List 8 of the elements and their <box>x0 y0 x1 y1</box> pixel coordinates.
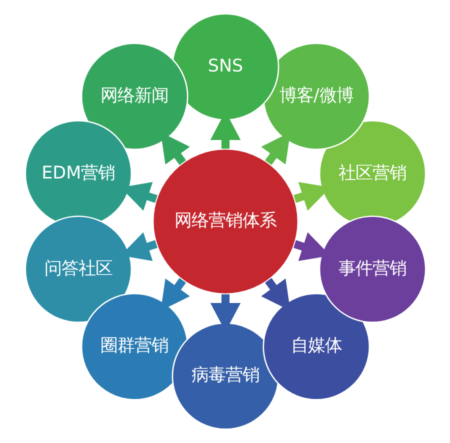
node-circle: 病毒营销 <box>171 322 279 430</box>
node-circle: 事件营销 <box>318 216 426 323</box>
node-circle: 问答社区 <box>24 216 132 323</box>
node-circle: SNS <box>171 13 279 121</box>
node-circle: 圈群营销 <box>80 292 188 400</box>
node-circle: 自媒体 <box>262 292 370 400</box>
node-circle: 博客/微博 <box>262 42 370 150</box>
node-circle: 网络新闻 <box>80 42 188 150</box>
